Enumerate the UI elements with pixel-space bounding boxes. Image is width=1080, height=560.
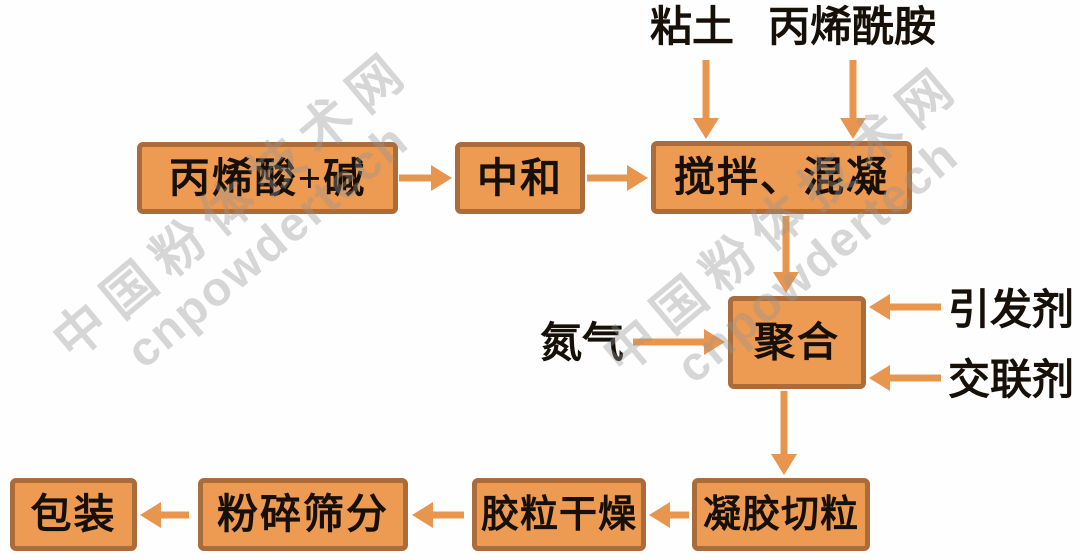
arrow-acrylic_alkali-to-neutralize [399, 165, 452, 191]
label-nitrogen: 氮气 [540, 321, 625, 367]
arrow-neutralize-to-stir [587, 165, 648, 191]
label-initiator: 引发剂 [948, 288, 1075, 334]
arrow-polymerize-to-gel_cut [771, 391, 797, 475]
step-gel-cutting: 凝胶切粒 [692, 478, 870, 551]
arrow-stir-to-polymerize [773, 216, 799, 293]
step-neutralization: 中和 [455, 142, 585, 214]
arrow-initiator-to-polymerize [869, 294, 941, 320]
label-acrylamide: 丙烯酰胺 [768, 5, 937, 51]
step-stirring-coagulation: 搅拌、混凝 [651, 141, 912, 214]
arrow-gel_cut-to-gel_dry [649, 502, 689, 528]
arrow-nitrogen-to-polymerize [633, 329, 725, 355]
watermark: 中国粉体技术网 cnpowdertech [35, 32, 466, 418]
arrow-crush_sieve-to-pack [140, 502, 189, 528]
arrow-acrylamide-to-stir [840, 60, 866, 139]
step-gel-drying: 胶粒干燥 [472, 478, 646, 551]
label-clay: 粘土 [650, 5, 735, 51]
arrow-clay-to-stir [693, 60, 719, 139]
label-crosslinker: 交联剂 [948, 358, 1075, 404]
step-crushing-sieving: 粉碎筛分 [198, 478, 408, 551]
arrow-gel_dry-to-crush_sieve [412, 502, 464, 528]
step-packaging: 包装 [10, 478, 137, 551]
step-polymerization: 聚合 [728, 296, 866, 389]
arrow-crosslinker-to-polymerize [869, 365, 941, 391]
step-acrylic-acid-alkali: 丙烯酸+碱 [137, 142, 398, 214]
watermark-en-text: cnpowdertech [116, 113, 419, 379]
